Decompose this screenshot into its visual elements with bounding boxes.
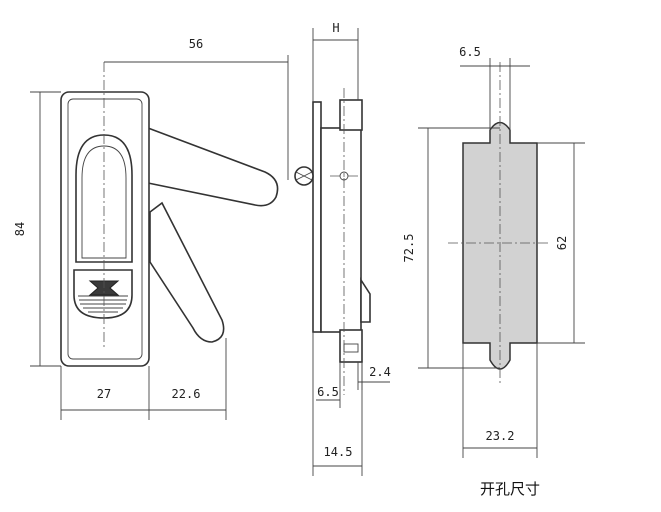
dim-72-5: 72.5 xyxy=(402,234,416,263)
side-tongue xyxy=(343,343,359,353)
dim-27: 27 xyxy=(97,387,111,401)
side-body xyxy=(320,127,362,333)
front-button-inner xyxy=(81,145,127,259)
side-flange xyxy=(312,101,322,333)
front-button xyxy=(75,134,133,263)
dim-56: 56 xyxy=(189,37,203,51)
dim-84: 84 xyxy=(13,222,27,236)
dim-6-5-side: 6.5 xyxy=(317,385,339,399)
dim-2-4: 2.4 xyxy=(369,365,391,379)
side-bracket-bottom xyxy=(339,329,363,363)
dim-23-2: 23.2 xyxy=(486,429,515,443)
lock-hatching xyxy=(78,295,128,313)
dim-22-6: 22.6 xyxy=(172,387,201,401)
dim-62: 62 xyxy=(555,236,569,250)
side-bracket-top xyxy=(339,99,363,131)
front-handle xyxy=(147,126,279,207)
dim-6-5-top: 6.5 xyxy=(459,45,481,59)
cutout-caption: 开孔尺寸 xyxy=(480,480,540,498)
dim-h: H xyxy=(332,21,339,35)
cutout-view: 6.5 72.5 62 23.2 开孔尺寸 xyxy=(402,45,585,498)
side-view: H 2.4 6.5 14.5 xyxy=(294,21,391,476)
front-body-inner xyxy=(67,98,143,360)
side-latch xyxy=(360,277,371,323)
dim-14-5: 14.5 xyxy=(324,445,353,459)
front-lever xyxy=(149,201,225,343)
front-view: 56 84 27 22.6 xyxy=(13,37,289,420)
